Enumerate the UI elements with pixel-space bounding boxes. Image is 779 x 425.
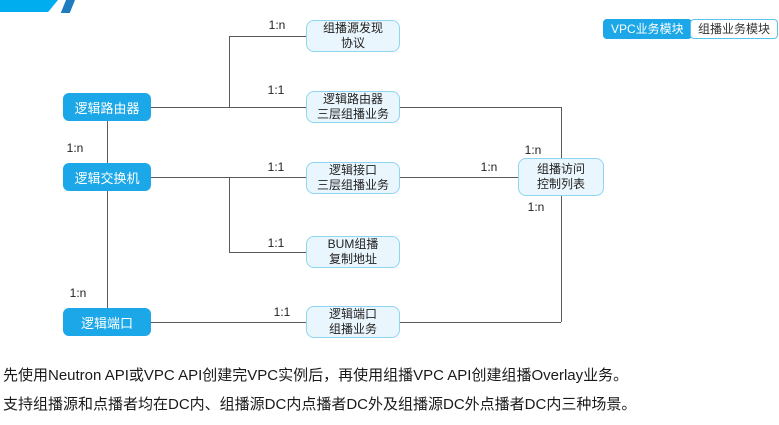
node-bum-line2: 复制地址 (328, 252, 377, 266)
node-logical-router: 逻辑路由器 (63, 93, 151, 121)
legend-vpc-module-badge: VPC业务模块 (603, 19, 692, 39)
node-port-multicast-service: 逻辑端口 组播业务 (306, 306, 400, 338)
node-port-mc-line2: 组播业务 (328, 322, 377, 336)
node-msdp-line2: 协议 (340, 36, 365, 50)
description-line2: 支持组播源和点播者均在DC内、组播源DC内点播者DC外及组播源DC外点播者DC内… (3, 396, 637, 413)
corner-slash-icon (60, 0, 75, 13)
multiplicity-acl-top: 1:n (524, 143, 542, 157)
connector-portservice-acl-vertical (561, 196, 562, 322)
node-interface-l3-line2: 三层组播业务 (316, 178, 389, 192)
connector-l3service-acl-vertical (561, 107, 562, 158)
node-router-l3-multicast-service: 逻辑路由器 三层组播业务 (306, 91, 400, 123)
description-text: 先使用Neutron API或VPC API创建完VPC实例后，再使用组播VPC… (3, 361, 636, 419)
connector-branch-bum-vertical (229, 177, 230, 252)
multiplicity-switch-bum: 1:1 (267, 236, 285, 250)
connector-branch-msdp-vertical (229, 36, 230, 107)
node-acl-line1: 组播访问 (536, 162, 585, 176)
node-multicast-acl: 组播访问 控制列表 (518, 158, 604, 196)
multiplicity-port-mc: 1:1 (273, 305, 291, 319)
node-msdp: 组播源发现 协议 (306, 20, 400, 52)
node-msdp-line1: 组播源发现 (322, 21, 383, 35)
multiplicity-router-l3: 1:1 (267, 83, 285, 97)
description-line1: 先使用Neutron API或VPC API创建完VPC实例后，再使用组播VPC… (3, 367, 629, 384)
connector-branch-msdp-horizontal (229, 36, 306, 37)
connector-portservice-acl-horizontal (400, 322, 561, 323)
connector-router-switch (107, 121, 108, 163)
multiplicity-acl-bottom: 1:n (527, 200, 545, 214)
connector-router-l3service (151, 107, 306, 108)
node-bum-line1: BUM组播 (327, 237, 379, 251)
corner-accent-shape (0, 0, 58, 12)
node-interface-l3-line1: 逻辑接口 (328, 163, 377, 177)
node-acl-line2: 控制列表 (536, 177, 585, 191)
multiplicity-switch-if: 1:1 (267, 160, 285, 174)
node-bum-multicast-replication: BUM组播 复制地址 (306, 236, 400, 268)
node-port-mc-line1: 逻辑端口 (328, 307, 377, 321)
node-router-l3-line2: 三层组播业务 (316, 107, 389, 121)
multiplicity-switch-port: 1:n (69, 286, 87, 300)
connector-switch-ifservice (151, 177, 306, 178)
legend-multicast-module-badge: 组播业务模块 (690, 19, 779, 39)
multiplicity-router-msdp: 1:n (268, 18, 286, 32)
connector-branch-bum-horizontal (229, 252, 306, 253)
node-logical-port: 逻辑端口 (63, 308, 151, 336)
connector-ifservice-acl (400, 177, 518, 178)
multiplicity-router-switch: 1:n (66, 141, 84, 155)
node-interface-l3-multicast-service: 逻辑接口 三层组播业务 (306, 162, 400, 194)
multiplicity-acl-left: 1:n (480, 160, 498, 174)
connector-switch-port (107, 191, 108, 308)
connector-port-mcservice (151, 322, 306, 323)
connector-l3service-acl-horizontal (400, 107, 561, 108)
node-router-l3-line1: 逻辑路由器 (322, 92, 383, 106)
node-logical-switch: 逻辑交换机 (63, 163, 151, 191)
